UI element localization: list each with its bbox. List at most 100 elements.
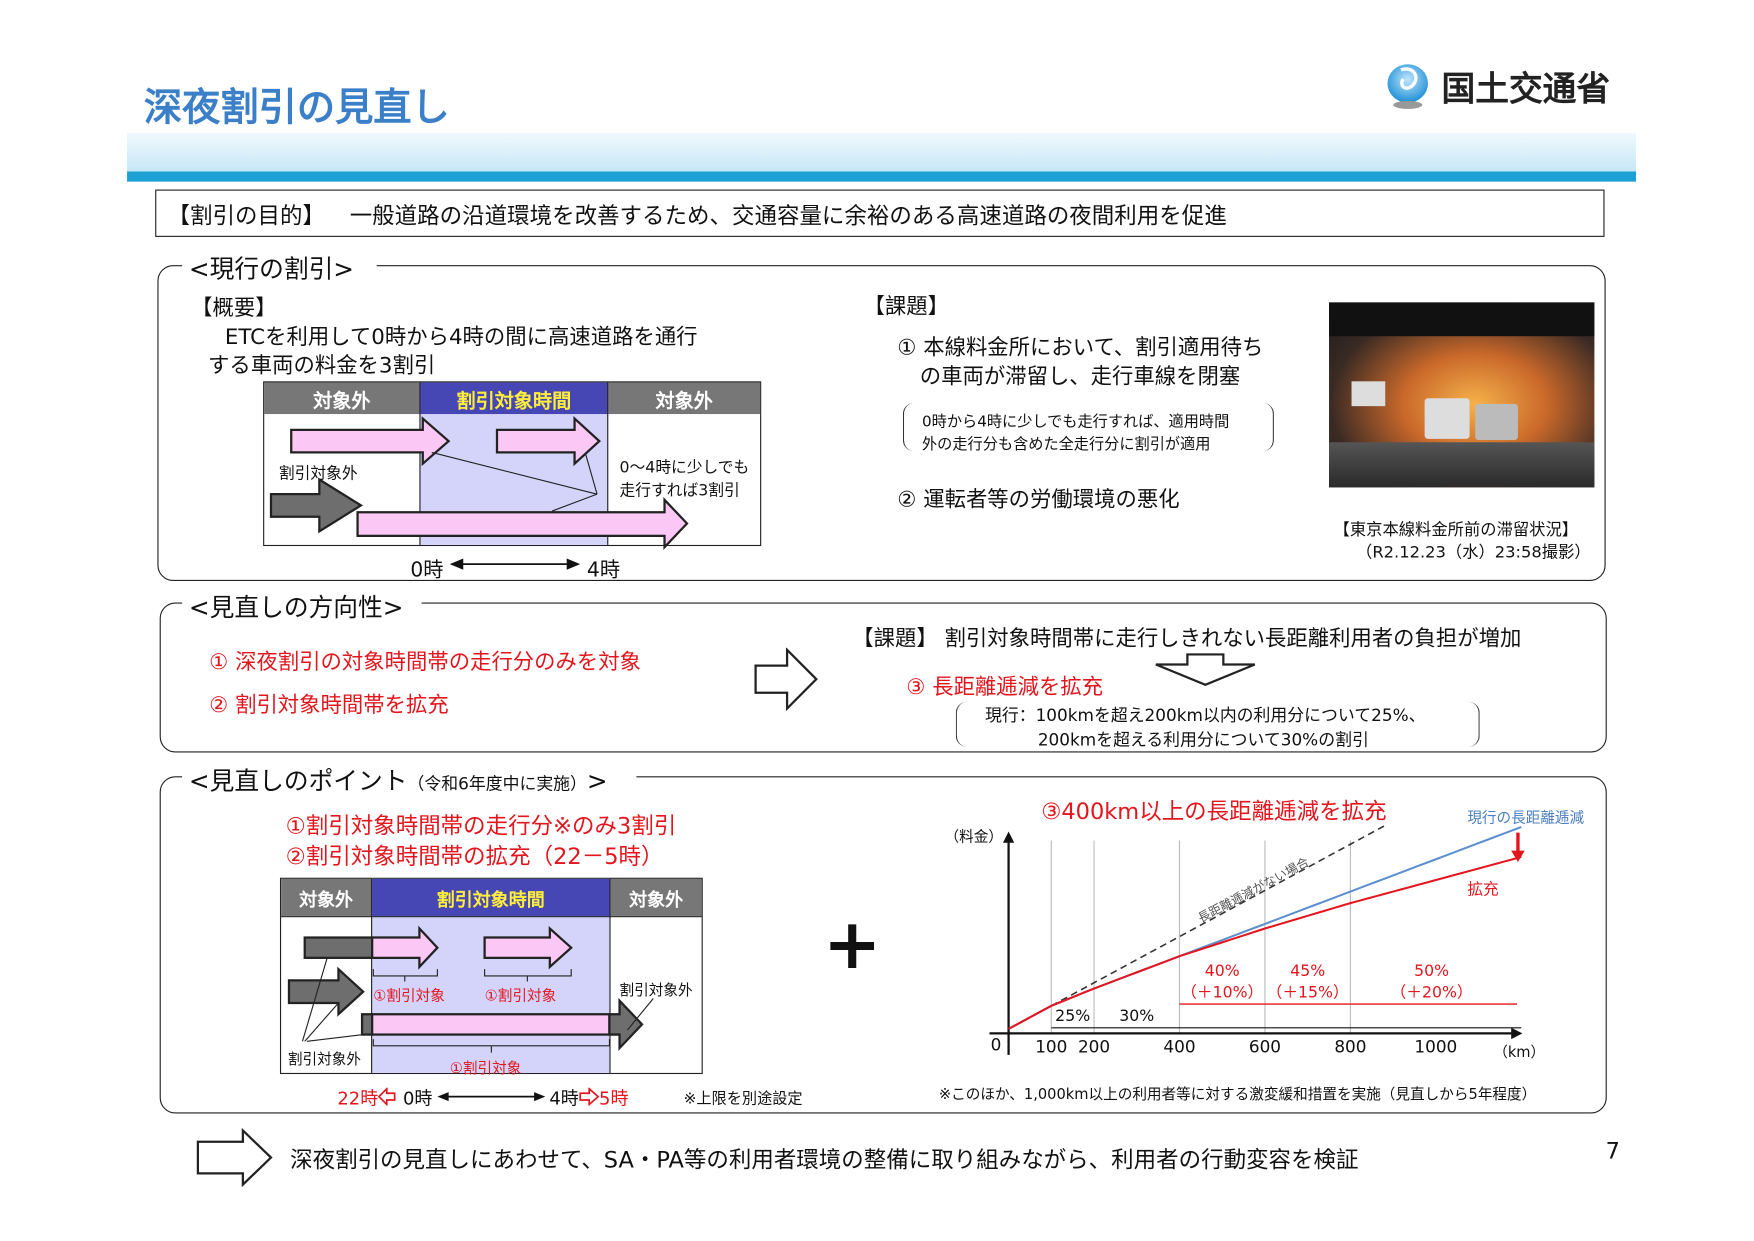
plus-sign: + [823, 902, 882, 985]
series-label-no-taper: 長距離逓減がない場合 [1195, 854, 1311, 925]
band-rate-4: 50% [1414, 961, 1449, 980]
issue1-note-line2: 外の走行分も含めた全走行分に割引が適用 [922, 435, 1211, 454]
issue1-line1: ① 本線料金所において、割引適用待ち [897, 335, 1264, 360]
issue1-line2: の車両が滞留し、走行車線を閉塞 [919, 364, 1241, 390]
overview-line2: する車両の料金を3割引 [208, 353, 436, 378]
purpose-label: 【割引の目的】 [167, 201, 325, 229]
time-range-arrow [436, 1092, 545, 1102]
right-arrow-icon [754, 647, 818, 711]
issue1-note-line1: 0時から4時に少しでも走行すれば、適用時間 [922, 412, 1230, 431]
direction-item1: ① 深夜割引の対象時間帯の走行分のみを対象 [209, 649, 641, 675]
series-line-0 [1050, 825, 1385, 1007]
band-rate-3: 45% [1290, 961, 1325, 980]
discount-target-label-3: ①割引対象 [449, 1060, 522, 1078]
series-label-expanded: 拡充 [1467, 880, 1499, 899]
direction-item2: ② 割引対象時間帯を拡充 [209, 692, 449, 718]
chart-footnote: ※このほか、1,000km以上の利用者等に対する激変緩和措置を実施（見直しから5… [938, 1086, 1537, 1104]
header-band [127, 133, 1637, 172]
x-tick-label-800: 800 [1334, 1037, 1366, 1057]
discount-target-label-1: ①割引対象 [373, 988, 445, 1006]
new-time-diagram: 対象外 割引対象時間 対象外 ①割引対象 ①割引対象 ①割引対象 割引対象外 割… [279, 877, 703, 1078]
x-axis-arrowhead [1511, 1027, 1523, 1040]
mlit-swirl-icon [1387, 64, 1428, 109]
col-header-discount-time: 割引対象時間 [372, 878, 611, 917]
conclusion-text: 深夜割引の見直しにあわせて、SA・PA等の利用者環境の整備に取り組みながら、利用… [290, 1146, 1359, 1174]
trip-arrow-1 [371, 925, 439, 970]
points-title-end: > [586, 768, 608, 797]
start-time: 0時 [402, 1087, 433, 1110]
series-line-2 [1008, 855, 1522, 1030]
points-line2: ②割引対象時間帯の拡充（22－5時） [285, 842, 664, 870]
purpose-text: 一般道路の沿道環境を改善するため、交通容量に余裕のある高速道路の夜間利用を促進 [349, 201, 1227, 229]
band-rate-1: 30% [1119, 1006, 1154, 1025]
extend-right-arrow-icon [579, 1087, 600, 1106]
overview-line1: ETCを利用して0時から4時の間に高速道路を通行 [224, 324, 698, 350]
direction-note-line2: 200kmを超える利用分について30%の割引 [1037, 729, 1369, 751]
toll-plaza-photo [1329, 302, 1595, 488]
x-tick-label-1000: 1000 [1414, 1037, 1457, 1057]
direction-section [159, 602, 1607, 753]
band-rate-2: 40% [1205, 961, 1240, 980]
issue2: ② 運転者等の労働環境の悪化 [897, 487, 1180, 513]
direction-issue: 【課題】 割引対象時間帯に走行しきれない長距離利用者の負担が増加 [852, 626, 1522, 651]
x-tick-label-100: 100 [1035, 1037, 1067, 1057]
ministry-logo: 国土交通省 [1385, 61, 1610, 111]
points-title-main: <見直しのポイント [188, 768, 408, 797]
new-start-time: 22時 [337, 1087, 379, 1110]
direction-section-title: <見直しの方向性> [182, 587, 422, 624]
col-header-excluded-left: 対象外 [281, 878, 373, 917]
end-time: 4時 [549, 1087, 579, 1110]
purpose-box: 【割引の目的】 一般道路の沿道環境を改善するため、交通容量に余裕のある高速道路の… [155, 189, 1605, 237]
ministry-name: 国土交通省 [1441, 69, 1611, 110]
y-axis-arrowhead [1002, 831, 1015, 843]
band-extra-4: （＋20%） [1391, 982, 1473, 1001]
issue1-note-bracket [902, 402, 1274, 452]
new-time-range: 22時 0時 4時 5時 [337, 1083, 628, 1110]
new-end-time: 5時 [599, 1087, 629, 1110]
time-range-arrow [449, 558, 581, 570]
photo-caption-title: 【東京本線料金所前の滞留状況】 [1333, 521, 1579, 540]
trip-arrow-gray [269, 477, 364, 534]
diagram-note-line1: 0～4時に少しでも [619, 459, 750, 478]
direction-item3: ③ 長距離逓減を拡充 [906, 674, 1104, 700]
band-extra-3: （＋15%） [1267, 982, 1349, 1001]
trip-arrows [287, 925, 654, 1053]
chart-origin-label: 0 [990, 1034, 1002, 1055]
col-header-excluded-right: 対象外 [608, 382, 761, 415]
trip-arrow-2 [483, 925, 573, 970]
issues-label: 【課題】 [863, 294, 950, 320]
trip-arrow-pink-long [356, 496, 689, 550]
trip-arrow-pink-1 [290, 416, 451, 467]
page-title: 深夜割引の見直し [143, 85, 450, 131]
trip-arrows [269, 416, 689, 550]
excluded-label: 割引対象外 [278, 464, 358, 483]
chart-title: ③400km以上の長距離逓減を拡充 [1041, 797, 1387, 825]
chart-y-label: （料金） [944, 829, 1003, 847]
x-tick-label-400: 400 [1163, 1037, 1195, 1057]
excluded-label-right: 割引対象外 [619, 982, 693, 1000]
discount-target-label-2: ①割引対象 [484, 988, 557, 1006]
cap-note: ※上限を別途設定 [683, 1089, 803, 1108]
page-number: 7 [1605, 1137, 1620, 1165]
band-extra-2: （＋10%） [1181, 982, 1263, 1001]
col-header-excluded-left: 対象外 [264, 382, 421, 415]
header-stripe [127, 171, 1637, 182]
points-line1: ①割引対象時間帯の走行分※のみ3割引 [285, 812, 677, 840]
col-header-excluded-right: 対象外 [610, 878, 702, 917]
diagram-note-line2: 走行すれば3割引 [619, 481, 740, 500]
conclusion-arrow-icon [196, 1128, 273, 1187]
x-tick-label-600: 600 [1249, 1037, 1281, 1057]
current-section-title: <現行の割引> [182, 249, 377, 286]
band-rate-0: 25% [1055, 1006, 1090, 1025]
x-tick-label-200: 200 [1078, 1037, 1110, 1057]
time-start-label: 0時 [410, 558, 444, 583]
reduction-arrow-head [1511, 850, 1525, 862]
direction-note-bracket [955, 701, 1480, 747]
down-arrow-icon [1155, 653, 1256, 687]
points-section-title: <見直しのポイント（令和6年度中に実施）> [182, 761, 637, 798]
current-discount-section [157, 265, 1606, 582]
points-title-sub: （令和6年度中に実施） [407, 773, 587, 795]
current-time-diagram: 対象外 割引対象時間 対象外 割引対象外 0～4時に少しでも 走行すれば3割引 [263, 381, 762, 550]
trip-arrow-gray [287, 966, 365, 1017]
